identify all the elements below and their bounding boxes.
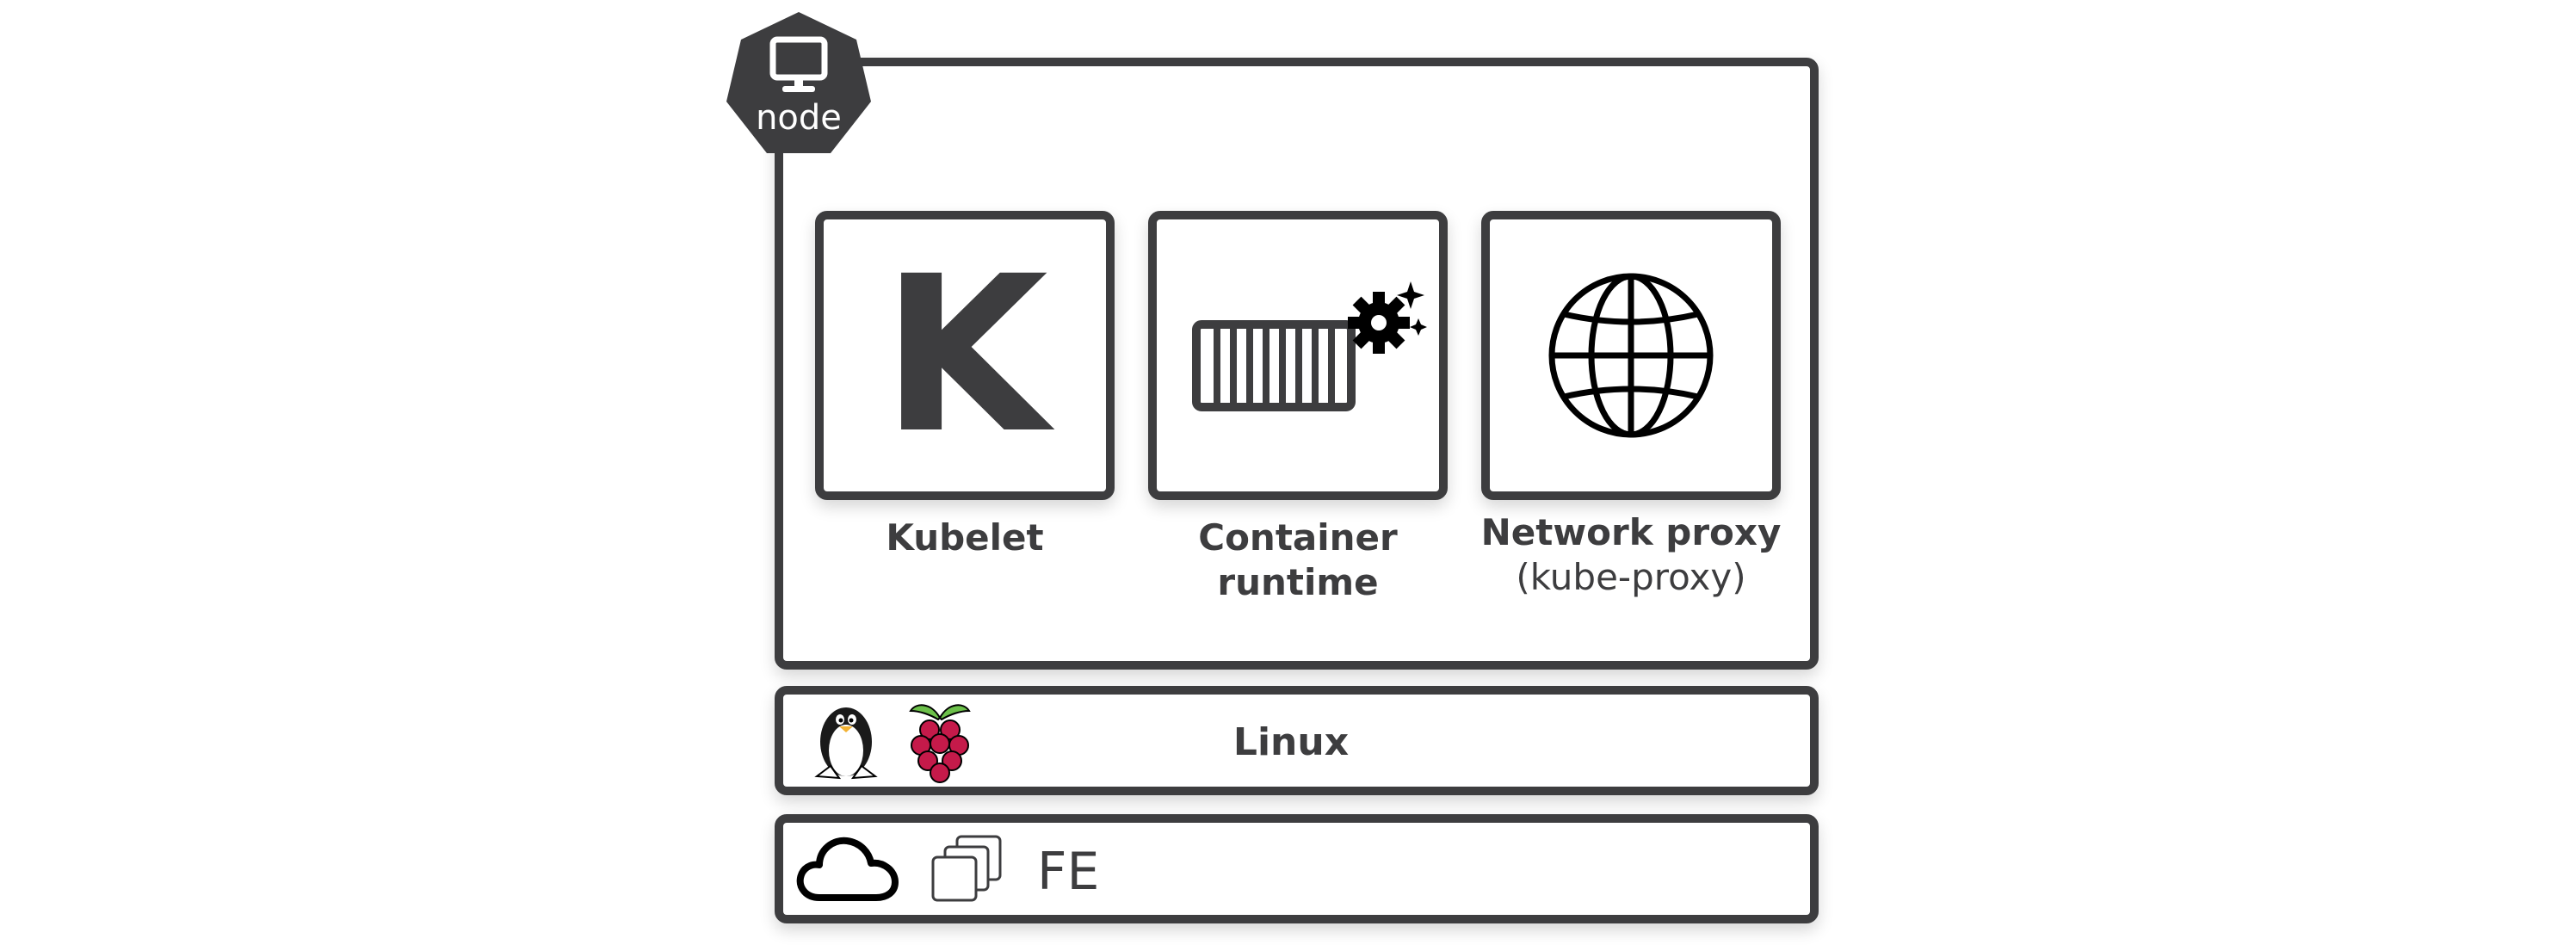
container-gear-icon	[1192, 281, 1427, 411]
sparkle-icon	[1397, 281, 1427, 336]
monitor-icon	[769, 36, 828, 92]
container-icon	[1192, 320, 1356, 411]
gear-icon	[1348, 292, 1410, 354]
container-runtime-box	[1148, 211, 1448, 500]
os-layer-label: Linux	[1232, 720, 1350, 764]
network-proxy-label: Network proxy	[1480, 511, 1782, 553]
network-proxy-box	[1481, 211, 1781, 500]
node-badge	[726, 12, 871, 153]
linux-penguin-icon	[814, 707, 878, 780]
node-badge-label: node	[756, 98, 842, 138]
virtual-machines-icon	[931, 835, 1002, 902]
kubelet-box: K	[815, 211, 1115, 500]
cloud-icon	[796, 837, 899, 901]
container-runtime-label: Container runtime	[1198, 516, 1398, 603]
network-proxy-sublabel: (kube-proxy)	[1516, 556, 1746, 598]
globe-icon	[1548, 273, 1714, 438]
kubelet-label: Kubelet	[886, 516, 1044, 559]
infrastructure-layer-label: FE	[1037, 842, 1100, 902]
kubelet-k-icon: K	[881, 230, 1048, 480]
raspberry-pi-icon	[909, 704, 971, 783]
